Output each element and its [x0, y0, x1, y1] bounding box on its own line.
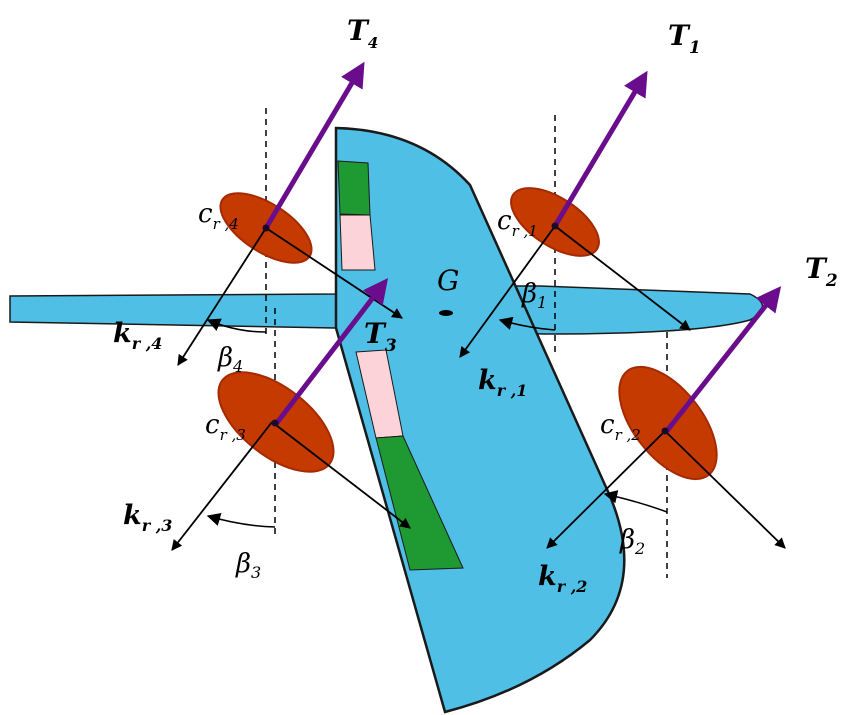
rotor-center-1 [551, 222, 559, 230]
cg-label: G [437, 264, 459, 297]
radial-vector-1 [554, 225, 691, 331]
thrust-label-4: T4 [347, 14, 378, 52]
direction-label-2: kr ,2 [538, 561, 587, 596]
panel-upper-green [337, 160, 371, 216]
beta-arc-1 [498, 316, 556, 331]
radial-vector-2 [664, 430, 786, 549]
angle-arcs [206, 316, 668, 528]
radial-vector-3 [271, 421, 411, 529]
k-vector-4 [177, 227, 267, 366]
rotor-centers [262, 222, 669, 435]
thrust-label-2: T2 [805, 252, 838, 291]
thrust-vector-3 [274, 278, 389, 426]
angle-label-1: β1 [521, 279, 547, 312]
rotor-center-3 [271, 419, 279, 427]
k-vector-2 [546, 430, 666, 549]
rotor-center-2 [661, 427, 669, 435]
panel-upper-pink [339, 214, 376, 271]
fuselage [334, 126, 626, 714]
k-vector-3 [171, 421, 273, 551]
beta-arc-2 [603, 490, 668, 513]
thrust-vector-1 [552, 70, 648, 228]
labels: G T4 T1 T2 T3 cr ,4 cr ,1 cr ,3 cr ,2 kr… [113, 14, 838, 596]
center-label-2: cr ,2 [600, 410, 641, 444]
beta-arc-3 [206, 512, 276, 528]
thrust-vectors [263, 61, 782, 434]
center-label-1: cr ,1 [497, 206, 538, 240]
rotor-disc-2 [618, 365, 718, 481]
airframe [9, 126, 764, 714]
angle-label-3: β3 [235, 549, 261, 582]
direction-label-4: kr ,4 [113, 318, 162, 353]
panel-lower-green [375, 435, 464, 571]
angle-label-4: β4 [217, 343, 243, 376]
rotor-center-4 [262, 224, 270, 232]
thrust-vector-2 [664, 286, 782, 434]
angle-label-2: β2 [619, 525, 645, 558]
beta-arc-4 [206, 318, 267, 333]
center-label-3: cr ,3 [205, 410, 246, 444]
thrust-label-3: T3 [364, 317, 397, 356]
center-label-4: cr ,4 [198, 199, 239, 233]
thrust-vector-4 [263, 61, 365, 230]
thrust-label-1: T1 [668, 19, 701, 58]
direction-label-3: kr ,3 [123, 500, 172, 535]
cg-marker [439, 310, 453, 316]
k-vector-1 [459, 225, 556, 358]
direction-label-1: kr ,1 [478, 365, 527, 400]
